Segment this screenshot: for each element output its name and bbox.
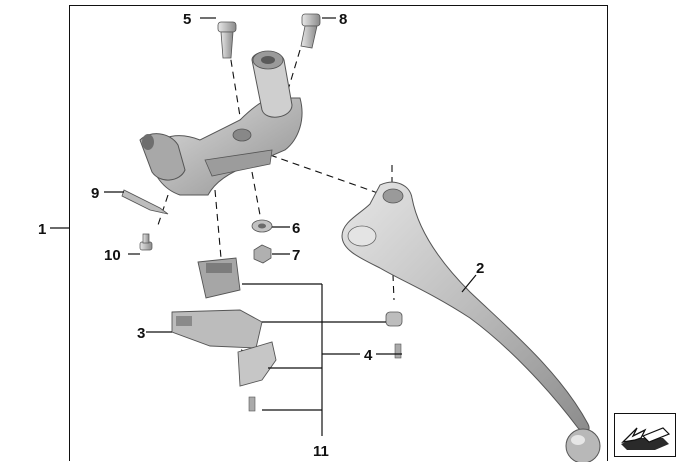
lever-bracket	[139, 50, 303, 196]
screw-10	[139, 233, 153, 251]
callout-3: 3	[137, 325, 145, 342]
callout-2: 2	[476, 260, 484, 277]
clutch-switch-3	[171, 309, 263, 349]
callout-4: 4	[364, 347, 373, 364]
callout-7: 7	[292, 247, 300, 264]
clutch-lever	[341, 181, 601, 462]
switch-holder	[197, 257, 241, 299]
washer-6	[251, 219, 273, 233]
callouts: 5 8 1 9 10 6 7 2 3 4 11	[38, 11, 484, 460]
nut-7	[253, 244, 272, 264]
callout-11: 11	[313, 443, 329, 460]
retaining-clip	[237, 341, 277, 387]
spring-clip-9	[121, 189, 169, 215]
screw-11	[248, 396, 256, 412]
diagram-frame	[69, 5, 608, 461]
arrow-pointer-icon	[621, 427, 671, 450]
callout-9: 9	[91, 185, 99, 202]
bushing	[385, 311, 403, 327]
bolt-8	[300, 13, 321, 49]
leader-lines	[50, 17, 477, 436]
callout-6: 6	[292, 220, 300, 237]
callout-8: 8	[339, 11, 347, 28]
callout-10: 10	[104, 247, 121, 264]
callout-1: 1	[38, 221, 46, 238]
orientation-icon-box	[614, 413, 676, 457]
callout-5: 5	[183, 11, 191, 28]
bolt-5	[217, 21, 237, 59]
screw-4	[394, 343, 402, 359]
